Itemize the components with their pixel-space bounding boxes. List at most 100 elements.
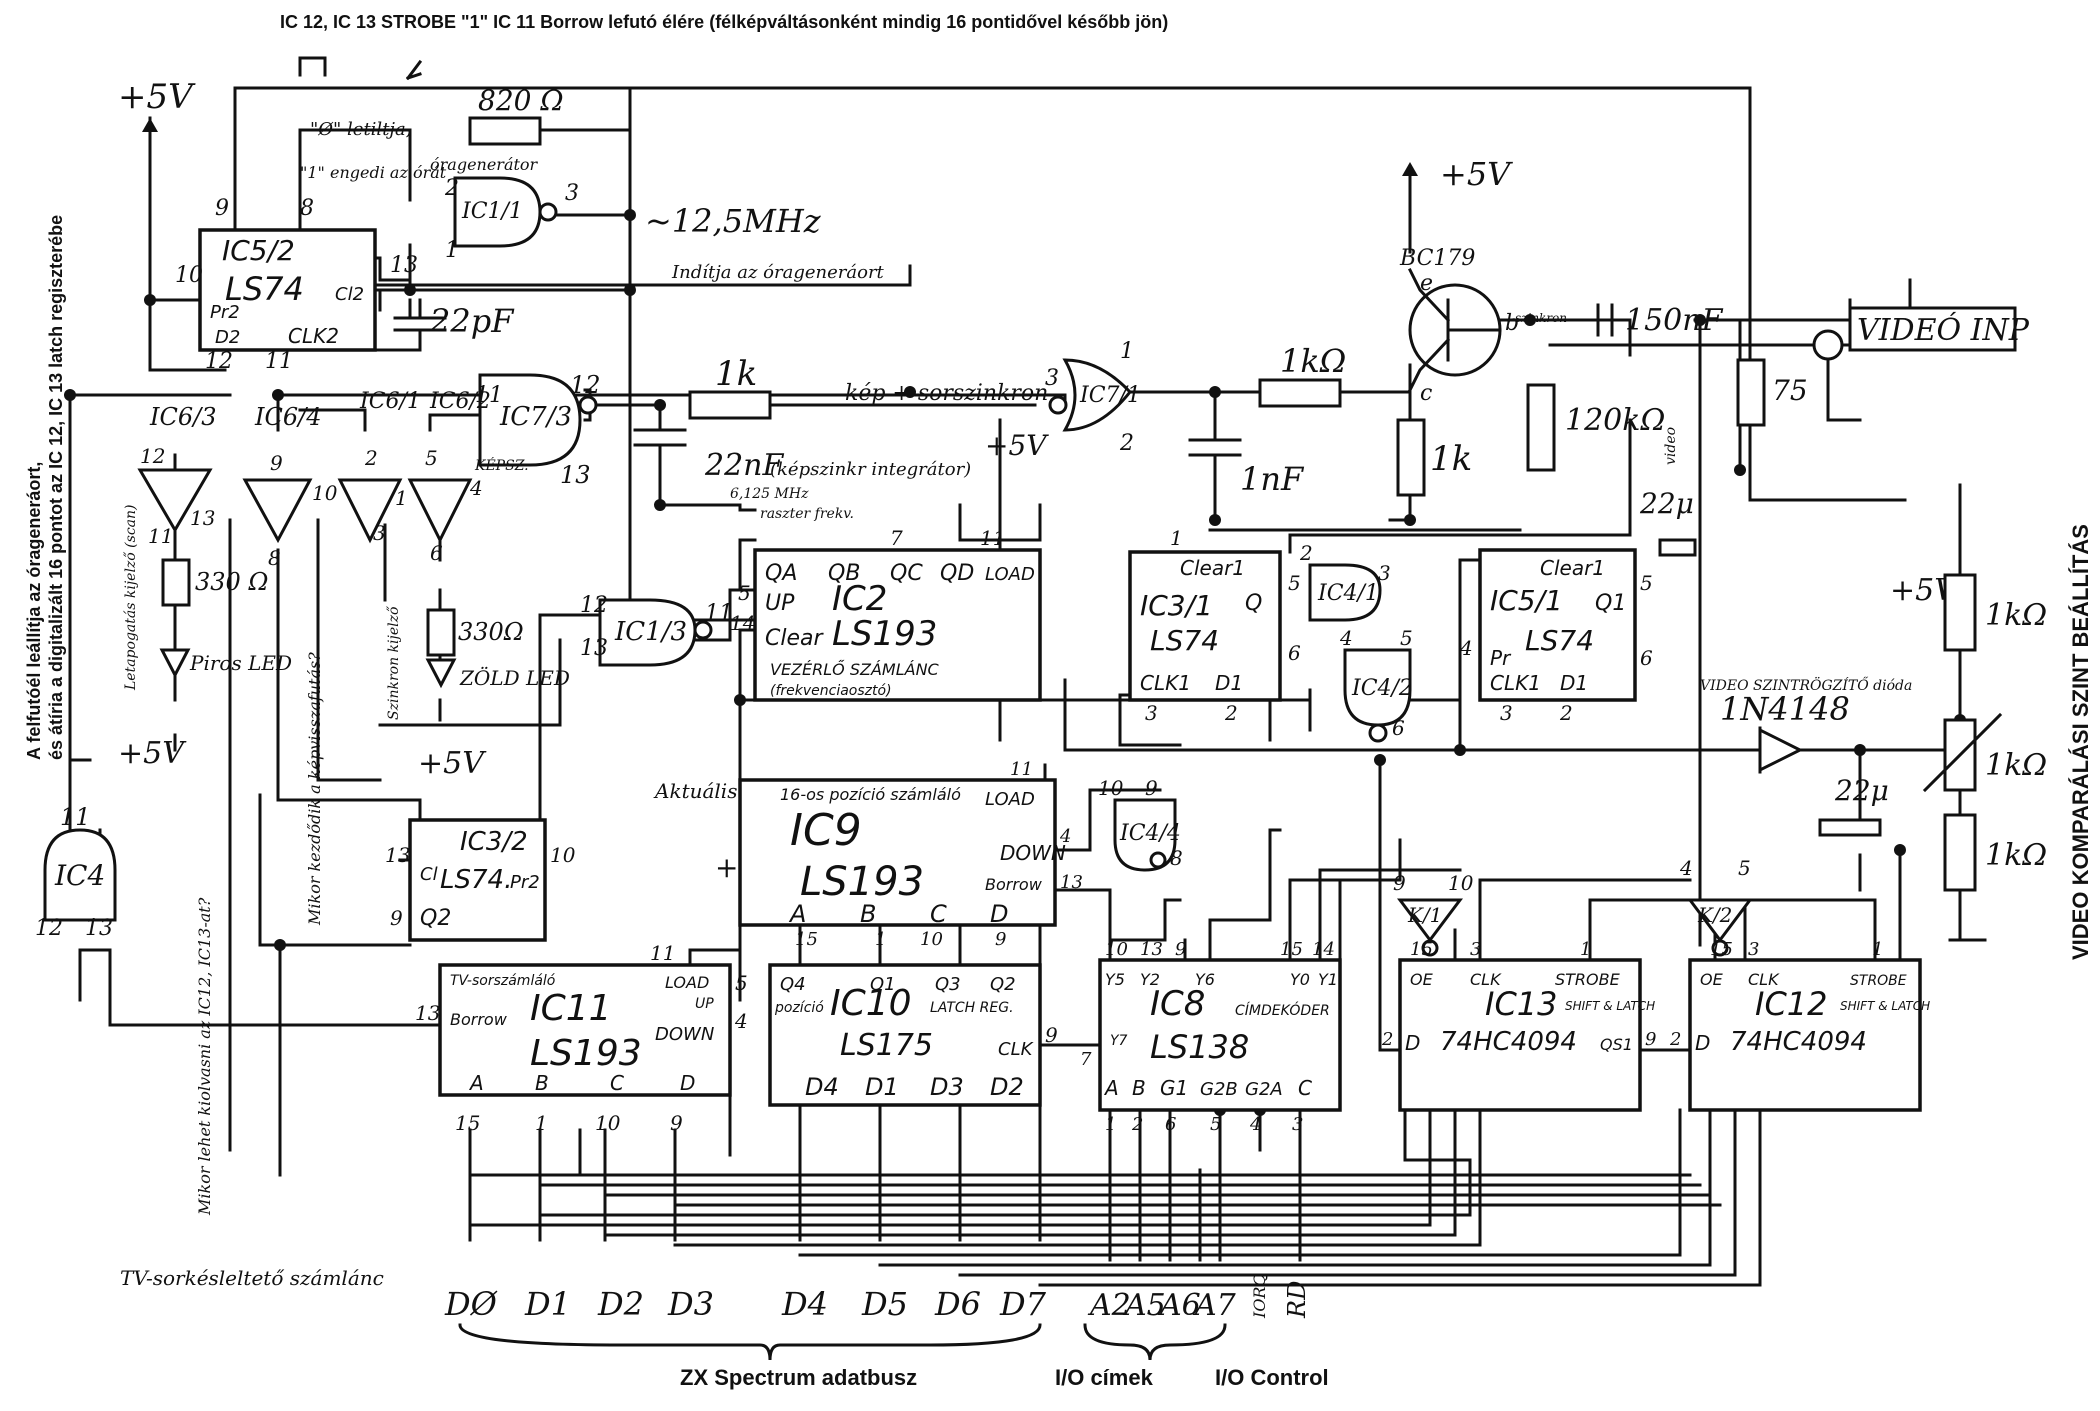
- ic32-pin-cl: Cl: [420, 864, 438, 885]
- label-io-addr: I/O címek: [1055, 1365, 1154, 1390]
- ic8-pin-b: B: [1132, 1076, 1146, 1100]
- pin: 9: [1393, 871, 1406, 895]
- r330-b-label: 330Ω: [458, 618, 524, 646]
- sync-label: kép + sorszinkron: [845, 381, 1048, 406]
- pin: 5: [1210, 1114, 1221, 1135]
- ic9-type: LS193: [800, 859, 924, 905]
- label-databus: ZX Spectrum adatbusz: [680, 1365, 917, 1390]
- pin: 13: [580, 636, 608, 661]
- pin: e: [1420, 271, 1433, 296]
- ic10-latch: Q4 Q1 Q3 Q2 IC10 LATCH REG. pozíció LS17…: [768, 963, 1058, 1107]
- arrow: [405, 59, 423, 81]
- ic3-1-flipflop: Clear1 IC3/1 Q QA LS74 CLK1 D1 1 5 6 3 2: [1128, 526, 1301, 725]
- ic8-pin-y7: Y7: [1110, 1033, 1128, 1049]
- diode-label: 1N4148: [1720, 690, 1850, 728]
- pin: 2: [1559, 701, 1573, 725]
- ic8-pin-y2: Y2: [1140, 970, 1160, 989]
- power-label-6: +5V: [118, 736, 187, 771]
- pin: 9: [215, 196, 229, 221]
- ic11-name: IC11: [530, 988, 612, 1029]
- ic2-pin-up: UP: [765, 591, 795, 616]
- right-annotation: VIDEO KOMPARÁLÁSI SZINT BEÁLLÍTÁS: [2068, 524, 2093, 960]
- cap-1n-label: 1nF: [1240, 460, 1305, 498]
- pin: 7: [1080, 1049, 1092, 1070]
- pin: 9: [1045, 1023, 1058, 1047]
- video-inp-label: VIDEÓ INP: [1857, 312, 2030, 348]
- bus-d7: D7: [999, 1285, 1047, 1323]
- pin: 15: [1280, 939, 1303, 960]
- resistor-120k: [1526, 383, 1556, 472]
- ic9-desc: 16-os pozíció számláló: [780, 785, 961, 804]
- pin: 10: [312, 481, 338, 505]
- ic10-pin-q2: Q2: [990, 974, 1016, 995]
- szinkron-label: szinkron: [1515, 311, 1567, 325]
- cap-22nf-note: (képszinkr integrátor): [770, 459, 971, 480]
- bus-a6: A6: [1157, 1288, 1201, 1323]
- pin: 1: [1170, 526, 1183, 550]
- ic34-pin-clear: Clear1: [1180, 556, 1245, 580]
- ic5-type: LS74: [225, 270, 304, 308]
- ic5-pin-cl: Cl2: [335, 284, 364, 305]
- pin: 11: [60, 803, 91, 831]
- gate-k2: K/2 4 5: [1679, 856, 1753, 957]
- ic12-desc: SHIFT & LATCH: [1840, 999, 1930, 1013]
- pin: 3: [1500, 701, 1513, 725]
- addr-brace: [1083, 1323, 1227, 1361]
- pin: 12: [35, 916, 63, 941]
- label-io-ctrl: I/O Control: [1215, 1365, 1329, 1390]
- bus-d2: D2: [597, 1285, 644, 1323]
- pot-r3-label: 1kΩ: [1985, 838, 2047, 873]
- pin: 2: [1669, 1029, 1681, 1050]
- ic11-pin-c: C: [610, 1071, 624, 1095]
- pin: 12: [140, 444, 165, 468]
- ic54-pin-pr: Pr: [1490, 646, 1512, 670]
- ic8-pin-y0: Y0: [1290, 970, 1310, 989]
- ic11-pin-up: UP: [695, 996, 714, 1012]
- ic5-pin-d: D2: [215, 327, 240, 348]
- ic54-pin-clear: Clear1: [1540, 556, 1605, 580]
- resistor-330-a: [161, 558, 191, 607]
- pin: 13: [390, 253, 418, 278]
- gate-ic4-left: IC4 11 12 13: [35, 803, 117, 941]
- gate-ic7-1-label: IC7/1: [1079, 383, 1141, 408]
- pin: 9: [1645, 1029, 1656, 1050]
- ic13-type: 74HC4094: [1440, 1027, 1577, 1057]
- pin: 8: [1170, 846, 1183, 870]
- pin: 7: [890, 526, 903, 550]
- ic12-shift-latch: OE CLK STROBE IC12 SHIFT & LATCH D 74HC4…: [1669, 939, 1930, 1112]
- pin: 15: [455, 1111, 480, 1135]
- ic12-pin-oe: OE: [1700, 970, 1724, 989]
- ic9-pin-c: C: [930, 900, 947, 928]
- ic11-pin-b: B: [535, 1071, 549, 1095]
- ic11-pin-borrow: Borrow: [450, 1010, 508, 1029]
- led-green-note: Szinkron kijelző: [386, 605, 402, 720]
- led-red-label: Piros LED: [189, 651, 292, 675]
- pin: 11: [705, 601, 733, 626]
- bus-d5: D5: [861, 1285, 908, 1323]
- ic8-decoder: Y5 Y2 Y6 Y0 Y1 Y7 IC8 CÍMDEKÓDER LS138 A…: [1080, 939, 1342, 1135]
- gate-ic1-1-label: IC1/1: [461, 199, 523, 224]
- ic11-pin-down: DOWN: [655, 1024, 714, 1045]
- gate-ic4-label: IC4: [54, 859, 105, 892]
- gate-ic4-1-label: IC4/1: [1317, 581, 1379, 606]
- ic8-pin-g2a: G2A: [1245, 1079, 1283, 1100]
- clock-gen-label: órage­nerátor: [430, 155, 539, 174]
- ic13-shift-latch: OE CLK STROBE IC13 SHIFT & LATCH D 74HC4…: [1381, 939, 1656, 1112]
- bus-iorq: IORQ: [1250, 1273, 1269, 1319]
- pin: 6: [1392, 716, 1405, 740]
- ic13-desc: SHIFT & LATCH: [1565, 999, 1655, 1013]
- ic11-pin-a: A: [468, 1071, 484, 1095]
- led-red-note: Letapogatás kijelző (scan): [123, 505, 139, 692]
- buffer-ic6-4: IC6/4 9 8 10: [242, 403, 338, 570]
- pin: 5: [1288, 571, 1301, 595]
- pin: 5: [1738, 856, 1751, 880]
- ic9-pin-a: A: [788, 900, 806, 928]
- pin: 5: [425, 446, 438, 470]
- ic8-pin-y1: Y1: [1318, 970, 1338, 989]
- ic13-pin-oe: OE: [1410, 970, 1434, 989]
- r1k-b-label: 1kΩ: [1280, 342, 1346, 380]
- ic8-type: LS138: [1150, 1028, 1249, 1066]
- r75-label: 75: [1772, 374, 1808, 407]
- ic11-pin-d: D: [680, 1071, 695, 1095]
- r1k-c-label: 1k: [1430, 439, 1472, 479]
